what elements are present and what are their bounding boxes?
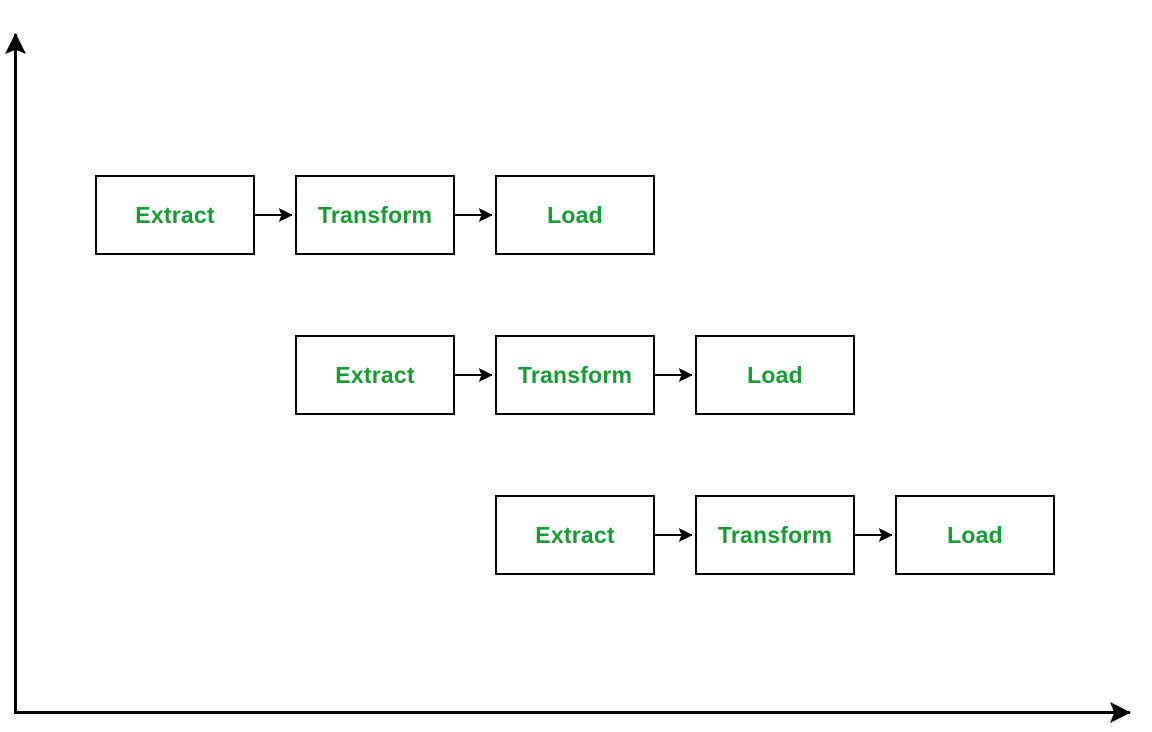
node-extract: Extract bbox=[495, 495, 655, 575]
node-load: Load bbox=[895, 495, 1055, 575]
node-extract: Extract bbox=[295, 335, 455, 415]
node-load: Load bbox=[695, 335, 855, 415]
node-load: Load bbox=[495, 175, 655, 255]
node-transform: Transform bbox=[495, 335, 655, 415]
node-transform: Transform bbox=[295, 175, 455, 255]
node-extract: Extract bbox=[95, 175, 255, 255]
node-transform: Transform bbox=[695, 495, 855, 575]
